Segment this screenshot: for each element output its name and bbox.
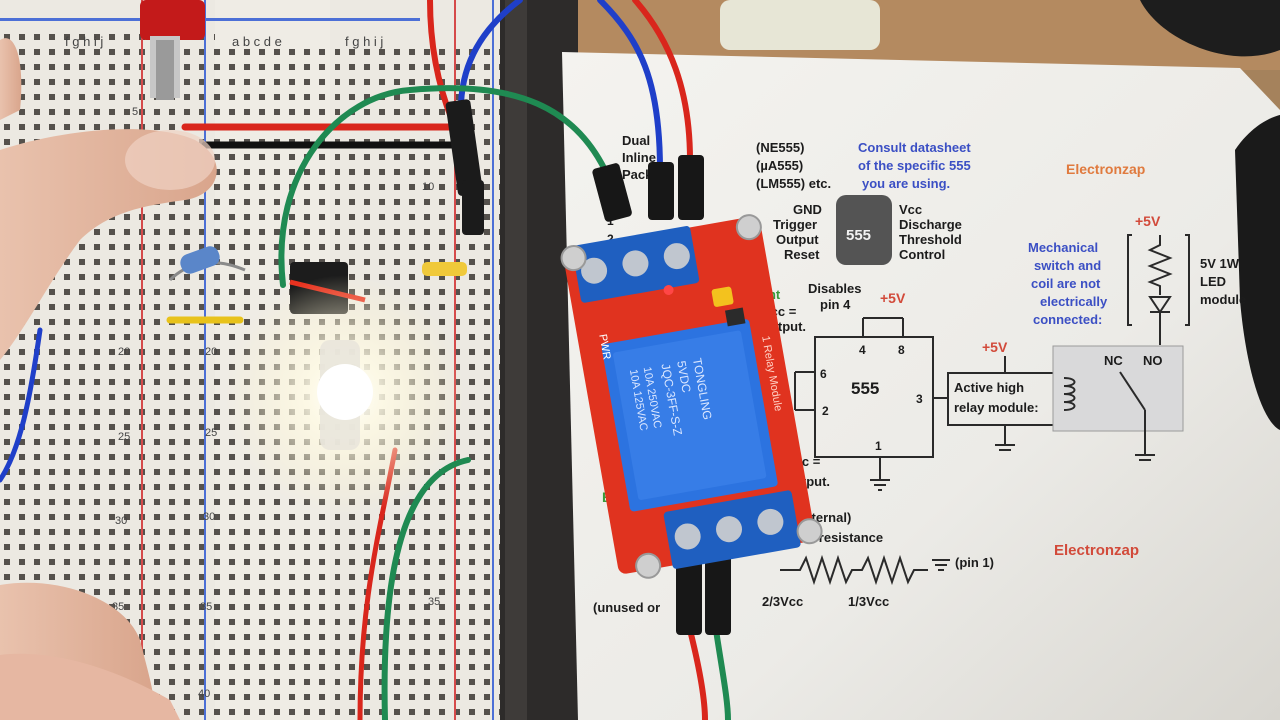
disables-2: pin 4 [820, 297, 851, 312]
pin-gnd: GND [793, 202, 822, 217]
col-labels-left: f g h i j [65, 34, 103, 49]
row-number-40: 40 [198, 688, 210, 700]
no-label: NO [1143, 353, 1163, 368]
pcb-pwr: PWR [596, 333, 612, 360]
row-number-20: 20 [118, 346, 130, 358]
top-object [720, 0, 880, 50]
pin-output: Output [776, 232, 819, 247]
block-pin-3: 3 [916, 392, 923, 406]
unused-label: (unused or [593, 600, 660, 615]
led-bright-spot [317, 364, 373, 420]
block-pin-6: 6 [820, 367, 827, 381]
mech-3: coil are not [1031, 276, 1101, 291]
mech-1: Mechanical [1028, 240, 1098, 255]
pin-reset: Reset [784, 247, 820, 262]
row-number-30b: 30 [203, 511, 215, 523]
dual-line-1: Dual [622, 133, 650, 148]
plus5v-relay: +5V [982, 339, 1008, 355]
block-pin-8: 8 [898, 343, 905, 357]
block-pin-2: 2 [822, 404, 829, 418]
relay-contact-box [1052, 345, 1184, 432]
cable-bundle [1140, 0, 1280, 57]
variant-lm555: (LM555) etc. [756, 176, 831, 191]
top-rail-line [0, 18, 420, 21]
relay-box-1: Active high [954, 380, 1024, 395]
consult-3: you are using. [862, 176, 950, 191]
pin-threshold: Threshold [899, 232, 962, 247]
relay-text-2: 5VDC [674, 360, 693, 394]
col-labels-right: f g h i j [345, 34, 383, 49]
schematic-drawing: Dual Inline Packa (NE555) (µA555) (LM555… [593, 133, 1246, 615]
dark-device [1235, 115, 1280, 430]
block-pin-1: 1 [875, 439, 882, 453]
pin-control: Control [899, 247, 945, 262]
variant-ne555: (NE555) [756, 140, 804, 155]
chip-555 [836, 195, 892, 265]
yellow-part [422, 262, 467, 276]
pin-trigger: Trigger [773, 217, 817, 232]
led-module-3: module [1200, 292, 1246, 307]
row-number-25: 25 [118, 431, 130, 443]
mech-2: switch and [1034, 258, 1101, 273]
row-number-30: 30 [115, 515, 127, 527]
row-number-5: 5 [132, 106, 138, 118]
row-number-35c: 35 [428, 596, 440, 608]
resistor [168, 246, 246, 282]
variant-ua555: (µA555) [756, 158, 803, 173]
relay-module: PWR TONGLING 5VDC JQC-3FF-S-Z 10A 250VAC… [560, 214, 823, 579]
col-labels-mid: a b c d e [232, 34, 282, 49]
consult-1: Consult datasheet [858, 140, 971, 155]
brand-bottom: Electronzap [1054, 542, 1139, 559]
pin-vcc: Vcc [899, 202, 922, 217]
relay-box-2: relay module: [954, 400, 1039, 415]
row-number-10: 10 [422, 181, 434, 193]
mech-4: electrically [1040, 294, 1108, 309]
brand-top: Electronzap [1066, 161, 1145, 177]
divider-23: 2/3Vcc [762, 594, 803, 609]
block-label-555: 555 [851, 379, 879, 398]
led-module-2: LED [1200, 274, 1226, 289]
row-number-35b: 35 [200, 601, 212, 613]
metal-strip-edge [505, 0, 527, 720]
consult-2: of the specific 555 [858, 158, 971, 173]
nc-label: NC [1104, 353, 1123, 368]
disables-1: Disables [808, 281, 861, 296]
dupont-headers [445, 99, 731, 635]
chip-label: 555 [846, 227, 871, 244]
plus5v-led: +5V [1135, 213, 1161, 229]
mech-5: connected: [1033, 312, 1102, 327]
pin-number-2: 2 [607, 232, 614, 246]
plus5v-555: +5V [880, 290, 906, 306]
row-number-25b: 25 [205, 427, 217, 439]
block-pin-4: 4 [859, 343, 866, 357]
alligator-clip [140, 0, 205, 100]
dual-line-2: Inline [622, 150, 656, 165]
divider-13: 1/3Vcc [848, 594, 889, 609]
pin-discharge: Discharge [899, 217, 962, 232]
row-number-20b: 20 [205, 346, 217, 358]
pin1-label: (pin 1) [955, 555, 994, 570]
hand [0, 38, 217, 720]
led-module-1: 5V 1W [1200, 256, 1240, 271]
